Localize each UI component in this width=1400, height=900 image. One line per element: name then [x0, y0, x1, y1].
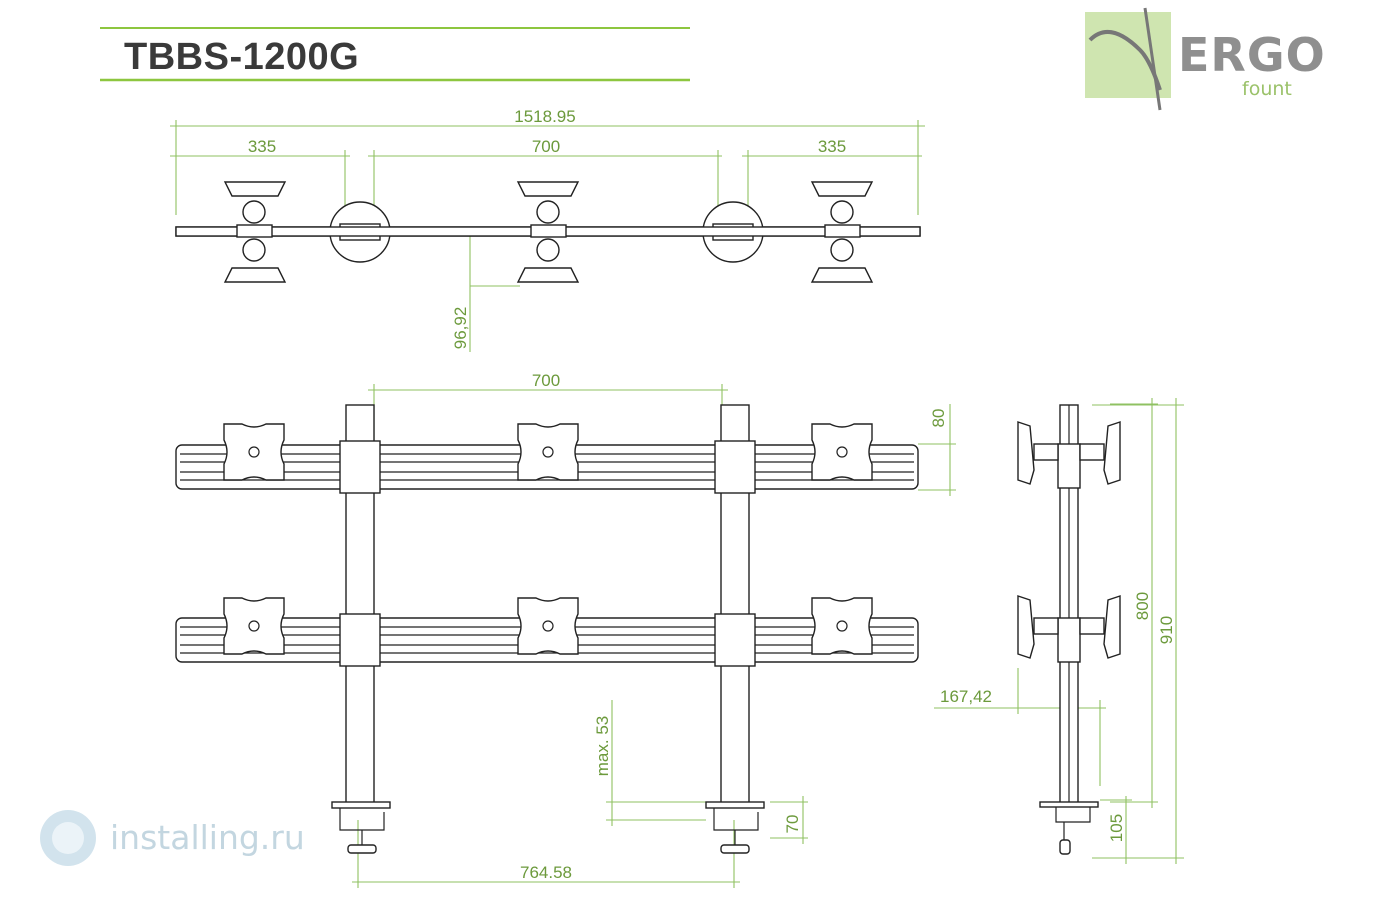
logo-sub: fount: [1242, 78, 1292, 100]
dim-side-depth: 167,42: [940, 687, 992, 706]
dim-top-right: 335: [818, 137, 846, 156]
clamp-right: [705, 801, 765, 854]
top-view: 1518.95 335 700 335 96,92: [170, 107, 925, 352]
page-title: TBBS-1200G: [124, 36, 360, 78]
dim-top-middle: 700: [532, 137, 560, 156]
front-view: 700 80 764.58 max. 53 70: [175, 371, 956, 888]
dim-side-910: 910: [1157, 616, 1176, 644]
dim-front-clamp-max: max. 53: [593, 716, 612, 776]
dim-front-spacing: 700: [532, 371, 560, 390]
dim-side-800: 800: [1133, 592, 1152, 620]
ergo-logo: [1085, 7, 1171, 111]
logo-brand: ERGO: [1178, 28, 1326, 82]
dim-top-total: 1518.95: [514, 107, 575, 126]
top-mount-left: [223, 181, 287, 283]
dim-front-bar-height: 80: [929, 409, 948, 428]
dim-top-offset: 96,92: [451, 307, 470, 350]
dim-front-base-width: 764.58: [520, 863, 572, 882]
top-mount-right: [810, 181, 874, 283]
dim-side-105: 105: [1107, 814, 1126, 842]
dim-front-clamp-70: 70: [783, 815, 802, 834]
logo-stroke: [1143, 7, 1162, 111]
side-view: 167,42 800 910 105: [934, 398, 1184, 864]
dim-top-left: 335: [248, 137, 276, 156]
watermark-icon: [40, 810, 96, 866]
top-mount-center: [516, 181, 580, 283]
vesa-plates: [223, 423, 873, 655]
clamp-left: [331, 801, 391, 854]
watermark-text: installing.ru: [110, 818, 305, 857]
